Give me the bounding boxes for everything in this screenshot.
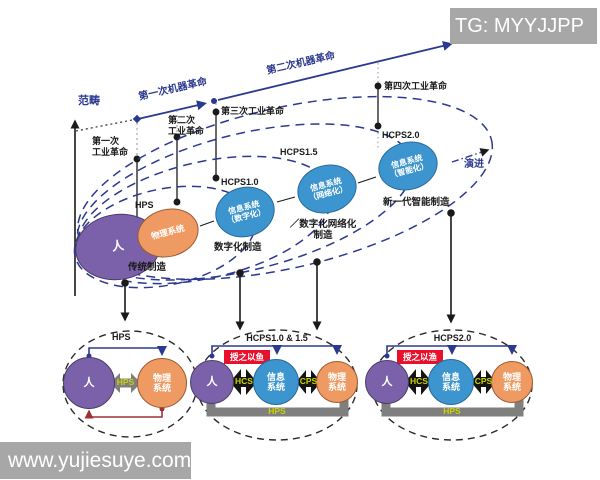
group-hcps20-info-node: 信息 系统 xyxy=(428,359,474,405)
group-hcps10-tag: 授之以鱼 xyxy=(224,350,270,364)
stage-hcps10-label: HCPS1.0 xyxy=(221,177,259,187)
group-hps-title: HPS xyxy=(112,332,131,342)
group-hcps10-hcs-label: HCS xyxy=(235,376,253,386)
group-hcps20-tag: 授之以渔 xyxy=(397,350,443,364)
evolution-arrow xyxy=(451,148,490,163)
group-hps-human-node: 人 xyxy=(63,357,115,409)
group-hcps10-cps-label: CPS xyxy=(299,376,318,386)
traditional-manufacturing-label: 传统制造 xyxy=(128,262,167,273)
drop-arrows xyxy=(120,209,456,331)
group-hps-link-label: HPS xyxy=(116,377,135,387)
system-connectors xyxy=(199,176,377,227)
machine-revolution-line xyxy=(132,41,453,124)
group-hcps10-info-node: 信息 系统 xyxy=(253,359,299,405)
group-hps-links xyxy=(84,346,167,419)
group-hps-physical-node: 物理 系统 xyxy=(137,358,187,408)
industrial-revolution-1-label: 第一次 工业革命 xyxy=(92,136,129,157)
group-hcps20-band-label: HPS xyxy=(443,406,461,416)
axis-label: 范畴 xyxy=(78,95,100,107)
digital-manufacturing-label: 数字化制造 xyxy=(214,242,262,253)
evolution-label: 演进 xyxy=(464,159,484,170)
industrial-revolution-4-label: 第四次工业革命 xyxy=(384,81,448,91)
group-hcps10-band-label: HPS xyxy=(268,406,286,416)
stage-hps-label: HPS xyxy=(135,200,154,210)
group-hcps20-title: HCPS2.0 xyxy=(433,333,472,343)
industrial-revolution-3-label: 第三次工业革命 xyxy=(221,106,285,116)
stage-hcps20-label: HCPS2.0 xyxy=(382,130,420,140)
digital-networked-manufacturing-label: ／数字化网络化 制造 xyxy=(289,219,357,242)
industrial-revolution-2-label: 第二次 工业革命 xyxy=(168,115,205,136)
group-hcps20-hcs-label: HCS xyxy=(410,376,428,386)
stage-hcps15-label: HCPS1.5 xyxy=(280,147,318,157)
watermark-top-right: TG: MYYJJPP xyxy=(450,8,597,44)
group-hcps20-human-node: 人 xyxy=(365,360,409,404)
group-hcps10-physical-node: 物理 系统 xyxy=(316,361,358,403)
group-hcps20-cps-label: CPS xyxy=(474,376,493,386)
new-generation-manufacturing-label: 新一代智能制造 xyxy=(383,197,450,208)
group-hcps10-human-node: 人 xyxy=(190,360,234,404)
watermark-bottom-left: www.yujiesuye.com xyxy=(0,442,191,479)
group-hcps20-physical-node: 物理 系统 xyxy=(491,361,533,403)
scope-axis xyxy=(70,119,133,296)
group-hcps10-title: HCPS1.0 & 1.5 xyxy=(246,333,308,343)
